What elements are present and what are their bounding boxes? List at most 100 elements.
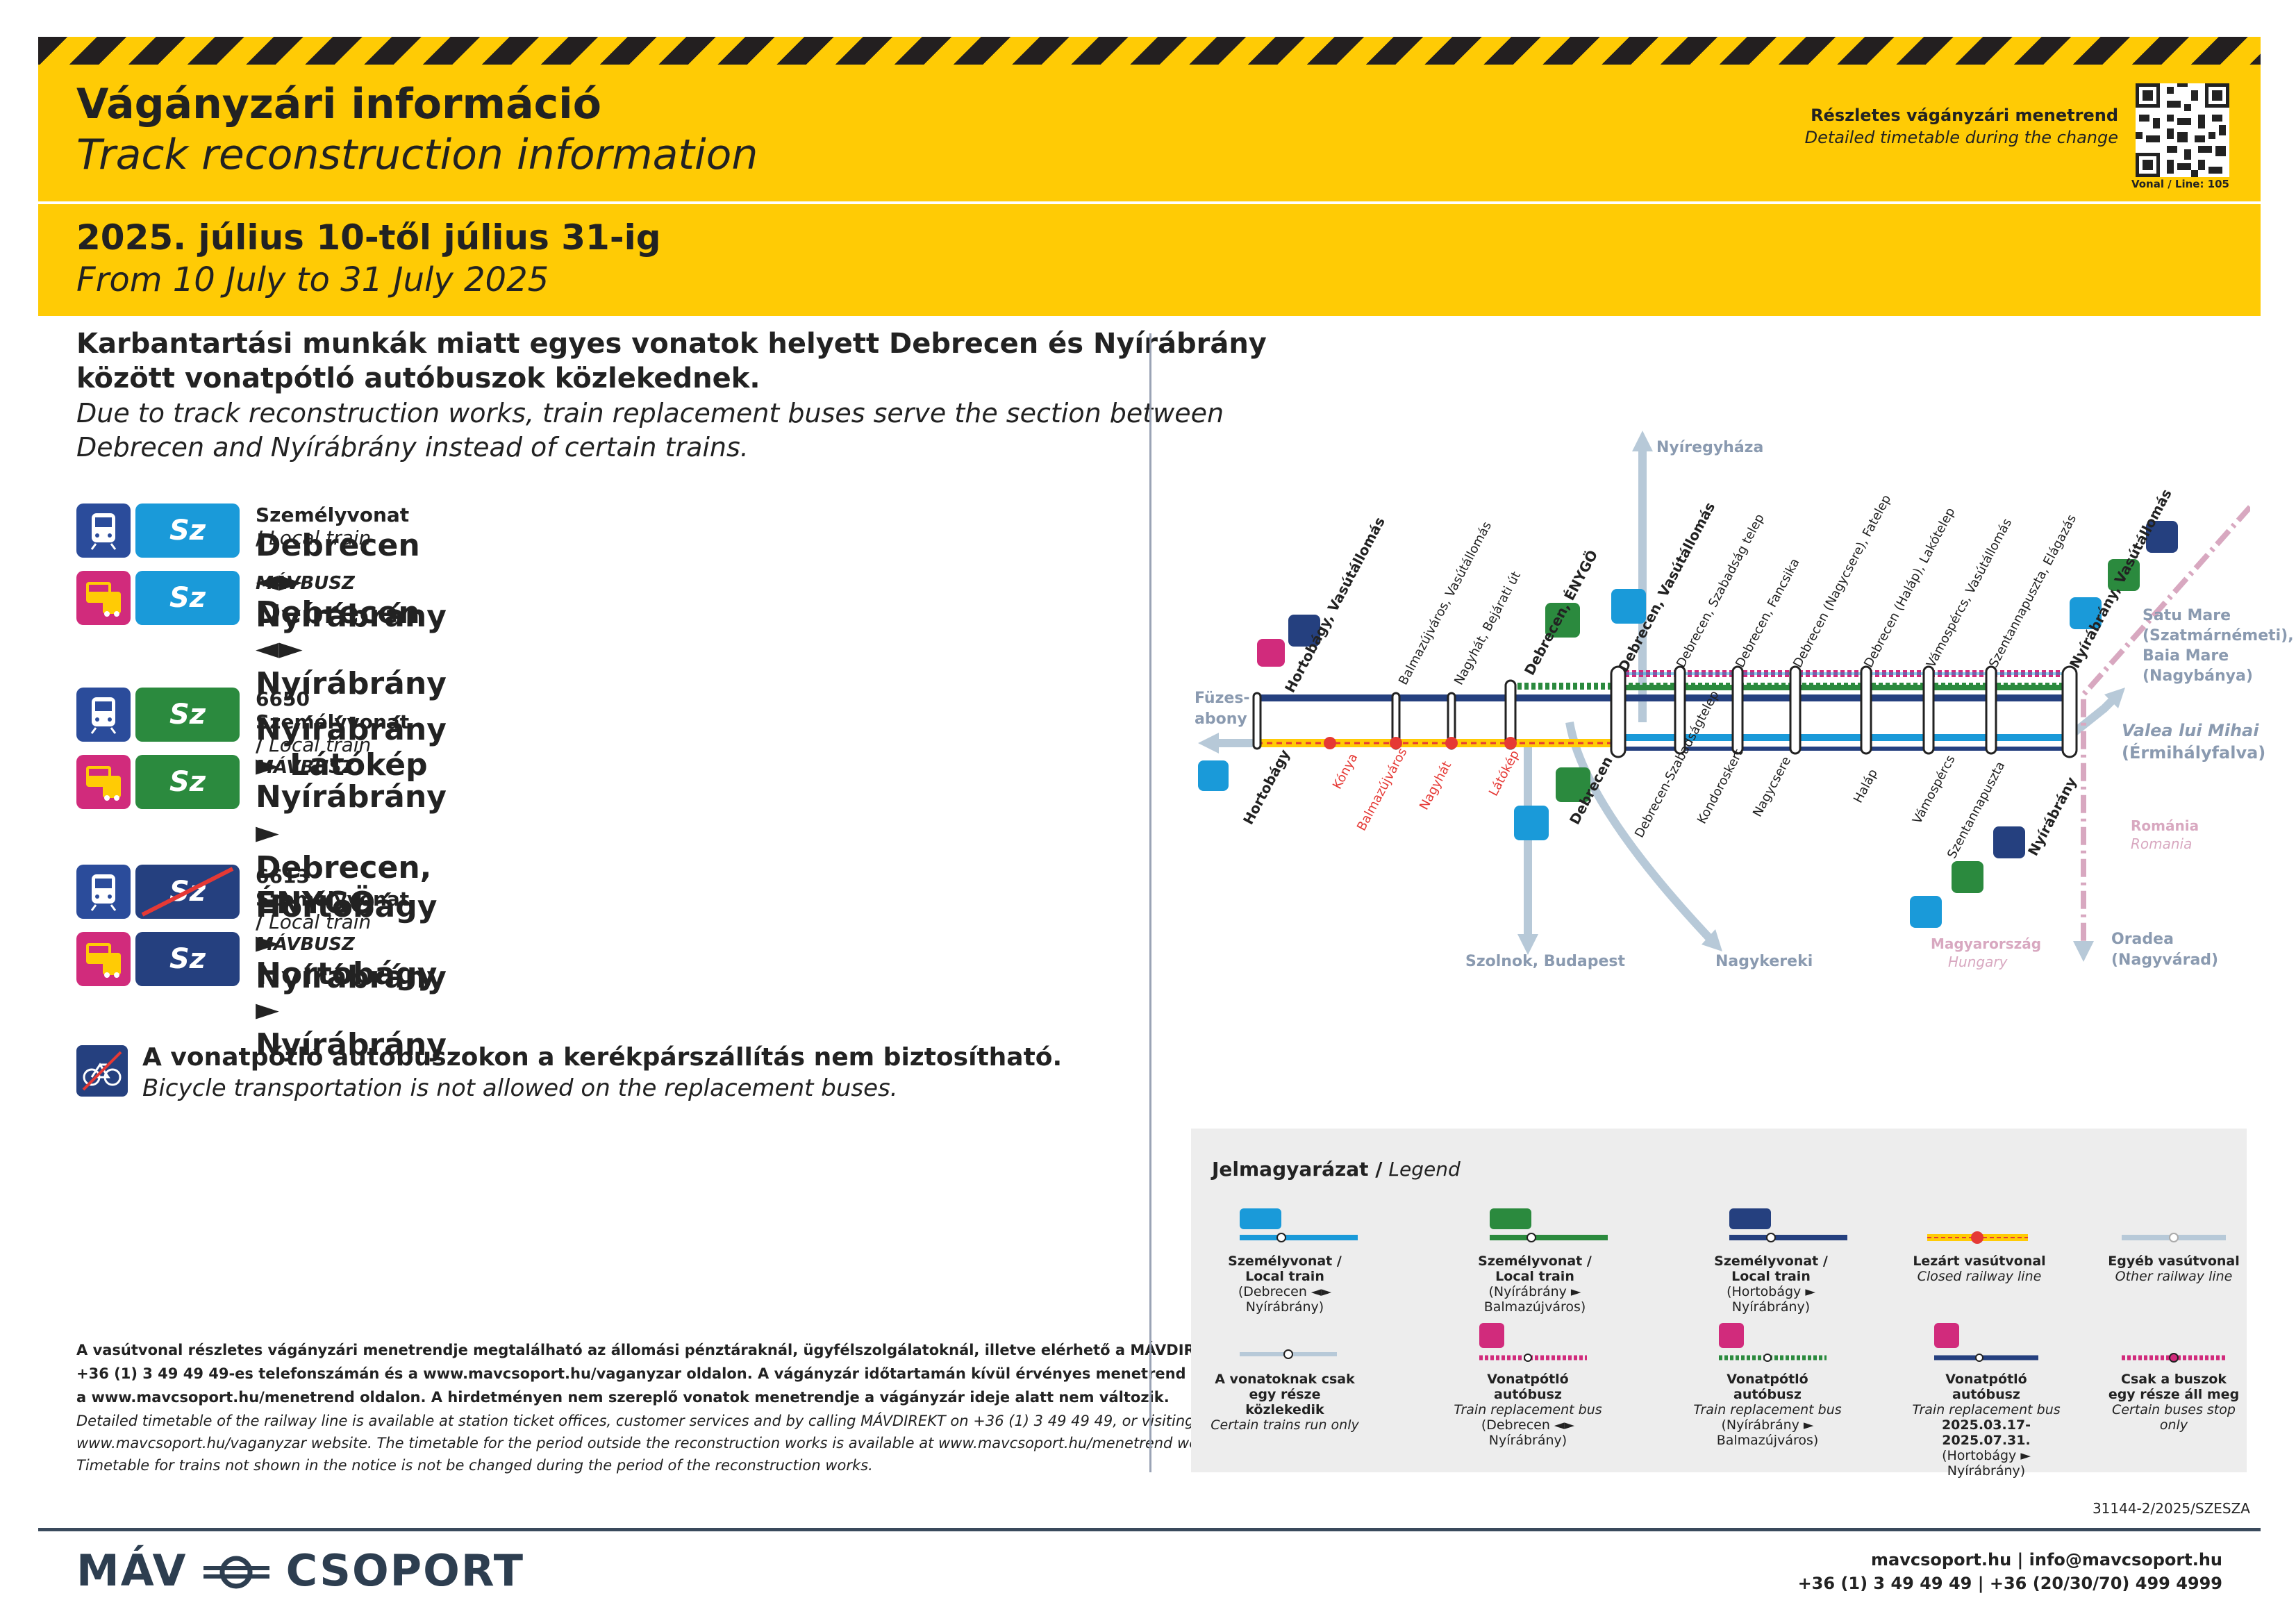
station-markers	[1252, 665, 2078, 758]
label-nagykereki: Nagykereki	[1715, 953, 1813, 970]
footnote-hu-3: a www.mavcsoport.hu/menetrend oldalon. A…	[76, 1389, 1170, 1406]
train-icon	[76, 688, 131, 742]
map-train-badge	[1545, 603, 1580, 638]
label-satu-4: (Nagybánya)	[2143, 667, 2253, 685]
arrow-icon	[2073, 941, 2094, 962]
label-oradea-1: Oradea	[2111, 931, 2174, 948]
legend-item-line: (Hortobágy ► Nyírábrány)	[1942, 1448, 2031, 1479]
bus-replacement-icon	[76, 932, 131, 986]
service-route: Nyírábrány ► Látókép	[256, 712, 447, 783]
service-title-hu: 6650 Személyvonat /	[256, 688, 410, 756]
legend-item-line: (Debrecen ◄► Nyírábrány)	[1238, 1284, 1332, 1315]
footnote-hu-2: +36 (1) 3 49 49 49-es telefonszámán és a…	[76, 1365, 1261, 1382]
logo-left: MÁV	[76, 1545, 188, 1596]
no-bicycle-icon	[76, 1045, 128, 1097]
label-fuzesabony-2: abony	[1195, 710, 1247, 728]
qr-label-hu: Részletes vágányzári menetrend	[1811, 106, 2118, 125]
date-hu: 2025. július 10-től július 31-ig	[76, 217, 661, 258]
legend-item-line: (Debrecen ◄► Nyírábrány)	[1481, 1417, 1575, 1448]
service-route: Hortobágy ► Nyírábrány	[256, 889, 447, 995]
service-route: Debrecen ◄► Nyírábrány	[256, 528, 447, 634]
service-title-hu: 6613 Személyvonat /	[256, 865, 410, 933]
intro-hu-2: között vonatpótló autóbuszok közlekednek…	[76, 363, 760, 394]
local-train-badge: Sz	[135, 932, 240, 986]
label-valea-1: Valea lui Mihai	[2122, 721, 2259, 740]
service-title-en: Local train	[263, 910, 372, 933]
qr-code-icon[interactable]	[2136, 83, 2229, 177]
bicycle-en: Bicycle transportation is not allowed on…	[142, 1074, 898, 1102]
legend-item-line: Other railway line	[2115, 1269, 2233, 1284]
legend-item-line: Vonatpótló autóbusz	[1945, 1372, 2027, 1402]
mav-csoport-logo: MÁV CSOPORT	[76, 1545, 524, 1596]
header-divider	[38, 201, 2261, 204]
column-divider	[1149, 333, 1151, 1472]
intro-en-1: Due to track reconstruction works, train…	[76, 398, 1224, 428]
mavbusz-logo: MÁVBUSZ	[256, 934, 355, 955]
contact-line-1[interactable]: mavcsoport.hu | info@mavcsoport.hu	[1871, 1550, 2222, 1570]
map-train-badge	[1611, 589, 1646, 624]
closed-station-markers	[1324, 737, 1517, 749]
map-train-badge	[1556, 767, 1590, 802]
bicycle-hu: A vonatpótló autóbuszokon a kerékpárszál…	[142, 1043, 1063, 1072]
service-title-hu: Személyvonat /	[256, 503, 410, 549]
legend-title-hu: Jelmagyarázat /	[1212, 1158, 1383, 1181]
legend-title-en: Legend	[1382, 1158, 1461, 1181]
legend-panel	[1191, 1129, 2247, 1472]
map-train-badge	[1288, 615, 1320, 647]
label-romania-en: Romania	[2131, 835, 2193, 852]
mavbusz-logo: MÁVBUSZ	[256, 573, 355, 594]
map-train-badge	[1910, 896, 1942, 928]
legend-item-line: 2025.03.17-2025.07.31.	[1941, 1417, 2031, 1448]
map-train-badge	[1952, 861, 1983, 893]
intro-en-2: Debrecen and Nyírábrány instead of certa…	[76, 432, 749, 463]
local-train-badge: Sz	[135, 503, 240, 558]
legend-item-3: Személyvonat / Local train(Hortobágy ► N…	[1695, 1254, 1847, 1315]
footer-rule	[38, 1528, 2261, 1531]
legend-item-line: egy része áll meg	[2108, 1387, 2240, 1402]
label-satu-1: Satu Mare	[2143, 607, 2231, 624]
title-en: Track reconstruction information	[76, 131, 758, 179]
label-satu-2: (Szatmárnémeti),	[2143, 627, 2294, 644]
legend-item-line: Személyvonat / Local train	[1228, 1254, 1342, 1284]
train-icon	[76, 865, 131, 919]
country-border	[2081, 505, 2250, 951]
service-title-en: Local train	[263, 526, 372, 549]
label-hungary-hu: Magyarország	[1931, 935, 2042, 952]
title-hu: Vágányzári információ	[76, 80, 601, 128]
legend-item-line: Vonatpótló autóbusz	[1727, 1372, 1808, 1402]
legend-item-line: Személyvonat / Local train	[1478, 1254, 1592, 1284]
document-code: 31144-2/2025/SZESZA	[2092, 1500, 2250, 1517]
label-satu-3: Baia Mare	[2143, 647, 2229, 665]
label-valea-2: (Érmihályfalva)	[2122, 743, 2266, 763]
map-train-badge	[1514, 806, 1549, 840]
legend-item-line: egy része közlekedik	[1245, 1387, 1324, 1417]
cancelled-train-badge: Sz	[135, 865, 240, 919]
legend-item-line: Train replacement bus	[1454, 1402, 1602, 1417]
intro-hu-1: Karbantartási munkák miatt egyes vonatok…	[76, 328, 1267, 360]
header-band	[38, 65, 2261, 316]
local-train-badge: Sz	[135, 755, 240, 809]
footnote-en-1: Detailed timetable of the railway line i…	[76, 1413, 1195, 1429]
legend-item-line: (Hortobágy ► Nyírábrány)	[1727, 1284, 1815, 1315]
legend-item-1: Személyvonat / Local train(Debrecen ◄► N…	[1208, 1254, 1361, 1315]
legend-item-line: Closed railway line	[1917, 1269, 2042, 1284]
legend-item-line: (Nyírábrány ► Balmazújváros)	[1716, 1417, 1819, 1448]
date-en: From 10 July to 31 July 2025	[76, 260, 549, 299]
legend-item-line: Certain trains run only	[1211, 1417, 1359, 1433]
logo-right: CSOPORT	[285, 1545, 525, 1596]
service-title-en: Local train	[263, 733, 372, 756]
legend-item-line: A vonatoknak csak	[1215, 1372, 1355, 1387]
logo-arrows-icon	[203, 1556, 270, 1589]
legend-item-line: Certain buses stop only	[2112, 1402, 2236, 1433]
legend-item-line: Train replacement bus	[1693, 1402, 1842, 1417]
bus-route: Nyírábrány ► Debrecen, ÉNYGÖ	[256, 779, 447, 921]
legend-item-2: Személyvonat / Local train(Nyírábrány ► …	[1458, 1254, 1611, 1315]
train-icon	[76, 503, 131, 558]
arrow-icon	[1632, 431, 1653, 451]
legend-item-line: (Nyírábrány ► Balmazújváros)	[1483, 1284, 1586, 1315]
bus-route: Debrecen ◄► Nyírábrány	[256, 595, 447, 701]
